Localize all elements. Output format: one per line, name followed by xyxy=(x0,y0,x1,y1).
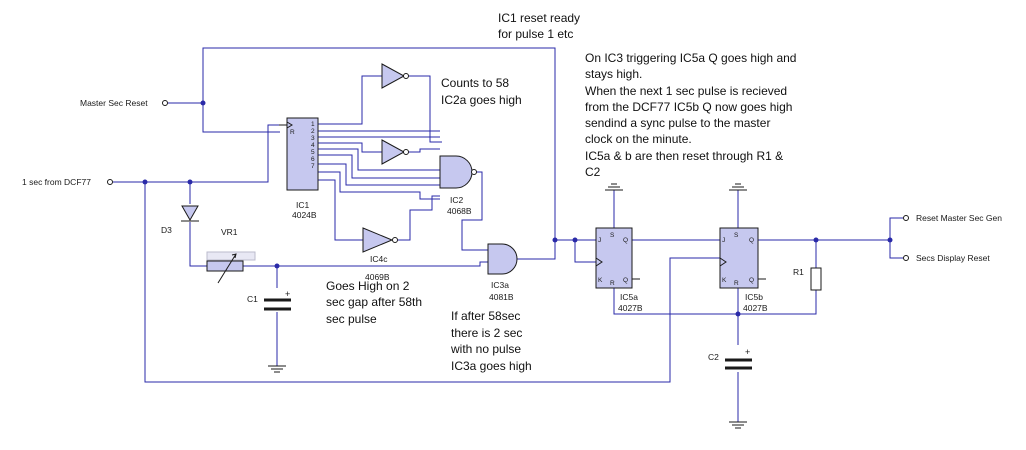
svg-text:IC5a & b are then reset throug: IC5a & b are then reset through R1 & xyxy=(585,149,783,163)
inverter-ic4c: IC4c 4069B xyxy=(362,227,398,282)
terminal-1-sec-from-dcf77: 1 sec from DCF77 xyxy=(22,177,113,187)
svg-text:Counts to 58: Counts to 58 xyxy=(441,76,509,90)
ground-ic5a-s xyxy=(605,183,623,191)
svg-text:J: J xyxy=(598,237,601,244)
ic1-ref: IC1 xyxy=(296,200,310,210)
svg-text:+: + xyxy=(285,289,290,299)
svg-text:Q: Q xyxy=(623,277,628,284)
svg-text:J: J xyxy=(722,237,725,244)
ic3a-part: 4081B xyxy=(489,292,514,302)
svg-text:On IC3 triggering IC5a Q goes: On IC3 triggering IC5a Q goes high and xyxy=(585,51,796,65)
diode-d3: D3 xyxy=(161,205,199,235)
terminal-reset-master-sec-gen: Reset Master Sec Gen xyxy=(903,213,1002,223)
d3-label: D3 xyxy=(161,225,172,235)
ic5a-part: 4027B xyxy=(618,303,643,313)
svg-text:If after 58sec: If after 58sec xyxy=(451,309,520,323)
svg-text:there is 2 sec: there is 2 sec xyxy=(451,326,522,340)
note-after-58sec: If after 58sec there is 2 sec with no pu… xyxy=(450,309,532,373)
svg-text:1 sec from DCF77: 1 sec from DCF77 xyxy=(22,177,91,187)
svg-text:clock on the minute.: clock on the minute. xyxy=(585,132,692,146)
svg-text:Reset Master Sec Gen: Reset Master Sec Gen xyxy=(916,213,1002,223)
svg-text:4: 4 xyxy=(311,142,315,149)
svg-text:+: + xyxy=(745,347,750,357)
ic2-ref: IC2 xyxy=(450,195,464,205)
c1-label: C1 xyxy=(247,294,258,304)
ic1-part: 4024B xyxy=(292,210,317,220)
ic3a-and-gate: IC3a 4081B xyxy=(487,243,518,302)
svg-text:S: S xyxy=(610,232,615,239)
ic1-counter: R 1 2 3 4 5 6 7 IC1 4024B xyxy=(279,117,319,220)
svg-text:K: K xyxy=(598,277,603,284)
svg-text:6: 6 xyxy=(311,156,315,163)
ground-c2 xyxy=(729,421,747,429)
terminal-secs-display-reset: Secs Display Reset xyxy=(903,253,990,263)
ic5a-flip-flop: J K S R Q Q IC5a 4027B xyxy=(595,227,643,313)
svg-text:IC3a goes high: IC3a goes high xyxy=(451,359,532,373)
svg-text:2: 2 xyxy=(311,128,315,135)
svg-text:IC2a goes high: IC2a goes high xyxy=(441,93,522,107)
ic2-nand-gate: IC2 4068B xyxy=(439,155,477,216)
note-ic1-reset: IC1 reset ready for pulse 1 etc xyxy=(498,11,580,41)
svg-text:Q: Q xyxy=(749,277,754,284)
potentiometer-vr1: VR1 xyxy=(206,227,256,284)
wires xyxy=(113,47,903,422)
svg-text:with no pulse: with no pulse xyxy=(450,342,521,356)
svg-text:1: 1 xyxy=(311,121,315,128)
svg-text:C2: C2 xyxy=(585,165,601,179)
capacitor-c2: + C2 xyxy=(708,347,752,370)
svg-text:R: R xyxy=(734,280,739,287)
svg-text:from the DCF77 IC5b Q now goes: from the DCF77 IC5b Q now goes high xyxy=(585,100,792,114)
svg-text:S: S xyxy=(734,232,739,239)
svg-text:Q: Q xyxy=(749,237,754,244)
svg-text:Master Sec Reset: Master Sec Reset xyxy=(80,98,148,108)
svg-text:7: 7 xyxy=(311,163,315,170)
svg-text:When the next 1 sec pulse is r: When the next 1 sec pulse is recieved xyxy=(585,84,787,98)
resistor-r1: R1 xyxy=(793,267,822,291)
ground-ic5b-s xyxy=(729,183,747,191)
inverter-middle xyxy=(381,139,409,165)
ground-c1 xyxy=(268,365,286,373)
note-counts-to-58: Counts to 58 IC2a goes high xyxy=(441,76,522,107)
ic4c-ref: IC4c xyxy=(370,254,388,264)
terminal-master-sec-reset: Master Sec Reset xyxy=(80,98,168,108)
junction-dots xyxy=(142,100,893,317)
svg-text:R: R xyxy=(610,280,615,287)
svg-text:sendind a sync pulse to the ma: sendind a sync pulse to the master xyxy=(585,116,770,130)
svg-text:5: 5 xyxy=(311,149,315,156)
svg-text:IC1 reset ready: IC1 reset ready xyxy=(498,11,580,25)
ic5b-flip-flop: J K S R Q Q IC5b 4027B xyxy=(719,227,768,313)
svg-text:K: K xyxy=(722,277,727,284)
ic5b-part: 4027B xyxy=(743,303,768,313)
svg-text:stays high.: stays high. xyxy=(585,67,642,81)
svg-text:Secs Display Reset: Secs Display Reset xyxy=(916,253,990,263)
capacitor-c1: + C1 xyxy=(247,289,291,311)
c2-label: C2 xyxy=(708,352,719,362)
inverter-top xyxy=(381,63,409,89)
ic1-pin-r: R xyxy=(290,129,295,136)
ic4c-part: 4069B xyxy=(365,272,390,282)
ic5b-ref: IC5b xyxy=(745,292,763,302)
svg-text:for pulse 1 etc: for pulse 1 etc xyxy=(498,27,573,41)
r1-label: R1 xyxy=(793,267,804,277)
svg-text:3: 3 xyxy=(311,135,315,142)
ic2-part: 4068B xyxy=(447,206,472,216)
ic5a-ref: IC5a xyxy=(620,292,638,302)
svg-text:Q: Q xyxy=(623,237,628,244)
ic3a-ref: IC3a xyxy=(491,280,509,290)
note-goes-high: Goes High on 2 sec gap after 58th sec pu… xyxy=(326,279,422,326)
vr1-label: VR1 xyxy=(221,227,238,237)
svg-text:sec pulse: sec pulse xyxy=(326,312,377,326)
note-ic3-triggering: On IC3 triggering IC5a Q goes high and s… xyxy=(585,51,796,179)
svg-text:sec gap after 58th: sec gap after 58th xyxy=(326,295,422,309)
svg-text:Goes High on 2: Goes High on 2 xyxy=(326,279,410,293)
